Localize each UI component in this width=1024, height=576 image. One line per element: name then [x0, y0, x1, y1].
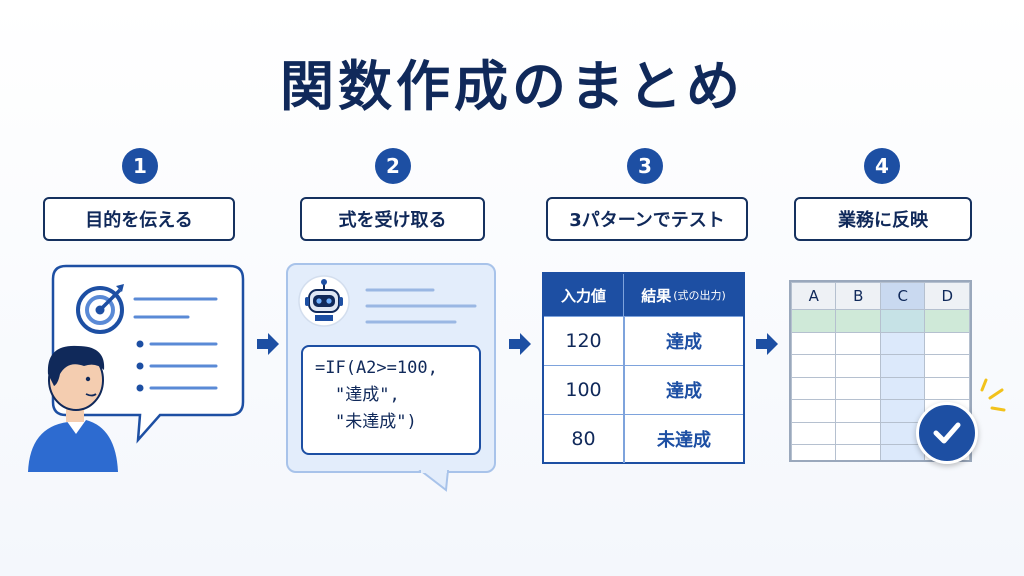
column-header-b: B	[835, 282, 881, 310]
arrow-1-icon	[257, 333, 279, 355]
header-input: 入力値	[544, 274, 624, 316]
cell-result: 未達成	[624, 415, 743, 463]
formula-line-3: "未達成")	[335, 412, 417, 432]
step-1-illustration	[28, 264, 245, 472]
arrow-3-icon	[756, 333, 778, 355]
list-lines-icon	[133, 297, 218, 392]
step-4-number: 4	[864, 148, 900, 184]
highlighted-row	[791, 309, 970, 333]
table-row: 100 達成	[544, 365, 743, 414]
sheet-row	[791, 331, 970, 355]
sparkle-icon	[980, 378, 1006, 412]
bubble-tail	[418, 470, 450, 492]
cell-input: 100	[544, 366, 624, 414]
sheet-row	[791, 376, 970, 400]
page-title: 関数作成のまとめ	[280, 55, 744, 118]
header-result: 結果(式の出力)	[624, 274, 743, 316]
column-header-row: A B C D	[791, 282, 970, 310]
column-header-d: D	[924, 282, 970, 310]
arrow-2-icon	[509, 333, 531, 355]
column-header-a: A	[791, 282, 837, 310]
formula-line-2: "達成",	[335, 385, 400, 405]
table-row: 120 達成	[544, 316, 743, 365]
step-1-label: 目的を伝える	[43, 197, 235, 241]
step-2-label: 式を受け取る	[300, 197, 485, 241]
target-icon	[76, 284, 124, 334]
cell-result: 達成	[624, 366, 743, 414]
checkmark-icon	[916, 402, 978, 464]
header-result-note: (式の出力)	[673, 289, 726, 302]
robot-icon	[298, 275, 350, 327]
table-header: 入力値 結果(式の出力)	[544, 274, 743, 316]
message-lines-icon	[365, 288, 477, 324]
step-1-number: 1	[122, 148, 158, 184]
person-icon	[28, 345, 118, 472]
table-row: 80 未達成	[544, 414, 743, 463]
step-4-label: 業務に反映	[794, 197, 972, 241]
test-table: 入力値 結果(式の出力) 120 達成 100 達成 80 未達成	[542, 272, 745, 464]
header-result-label: 結果	[641, 286, 672, 305]
formula-line-1: =IF(A2>=100,	[315, 358, 438, 378]
formula-box: =IF(A2>=100, "達成", "未達成")	[301, 345, 481, 455]
step-3-number: 3	[627, 148, 663, 184]
cell-result: 達成	[624, 317, 743, 365]
cell-input: 120	[544, 317, 624, 365]
sheet-row	[791, 354, 970, 378]
cell-input: 80	[544, 415, 624, 463]
step-3-label: 3パターンでテスト	[546, 197, 748, 241]
column-header-c: C	[879, 282, 926, 310]
step-2-number: 2	[375, 148, 411, 184]
